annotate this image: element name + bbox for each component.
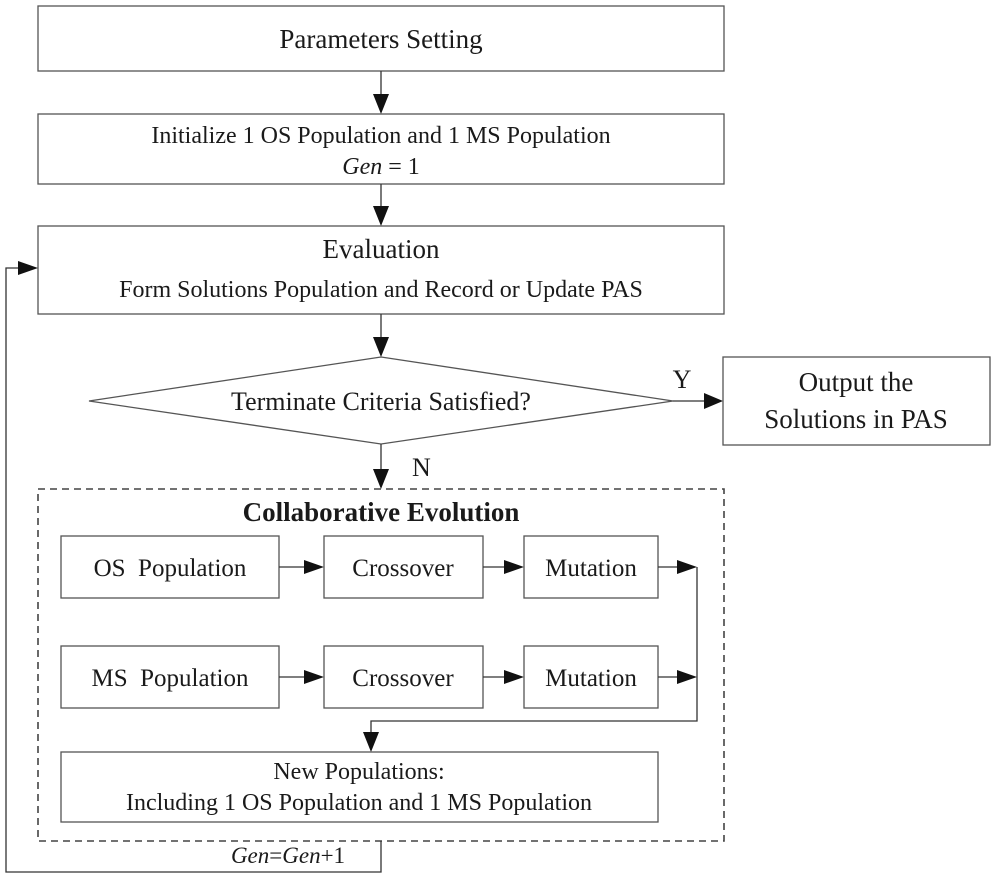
arrowhead-decision-to-collab <box>373 469 389 489</box>
terminate-criteria-label: Terminate Criteria Satisfied? <box>231 387 531 416</box>
arrowhead-evaluation-to-decision <box>373 337 389 357</box>
yes-branch-label: Y <box>673 365 692 394</box>
arrowhead-loop-to-evaluation <box>18 261 38 275</box>
arrowhead-params-to-init <box>373 94 389 114</box>
ms-crossover-label: Crossover <box>352 665 454 692</box>
new-populations-line2: Including 1 OS Population and 1 MS Popul… <box>126 790 592 816</box>
arrowhead-ms-population-to-crossover <box>304 670 324 684</box>
parameters-setting-box <box>37 5 725 72</box>
arrowhead-os-mutation-out <box>677 560 697 574</box>
ms-mutation-box <box>523 645 659 709</box>
arrowhead-init-to-evaluation <box>373 206 389 226</box>
ms-crossover-box <box>323 645 484 709</box>
arrowhead-ms-crossover-to-mutation <box>504 670 524 684</box>
arrowhead-decision-to-output <box>704 393 723 409</box>
output-label-line1: Output the <box>799 367 914 397</box>
parameters-setting-label: Parameters Setting <box>279 24 482 54</box>
arrowhead-ms-mutation-out <box>677 670 697 684</box>
initialize-box <box>37 113 725 185</box>
os-population-label: OS Population <box>94 555 247 582</box>
new-populations-box <box>60 751 659 823</box>
arrowhead-os-crossover-to-mutation <box>504 560 524 574</box>
ms-mutation-label: Mutation <box>545 665 637 692</box>
initialize-gen: Gen = 1 <box>342 154 420 180</box>
os-crossover-label: Crossover <box>352 555 454 582</box>
ms-population-label: MS Population <box>92 665 249 692</box>
no-branch-label: N <box>412 453 431 482</box>
gen-increment-label: Gen=Gen+1 <box>231 843 345 868</box>
initialize-label: Initialize 1 OS Population and 1 MS Popu… <box>151 123 610 149</box>
new-populations-line1: New Populations: <box>273 759 444 785</box>
evaluation-subtitle: Form Solutions Population and Record or … <box>119 277 643 303</box>
merge-connector <box>370 567 698 734</box>
evaluation-title: Evaluation <box>323 234 440 264</box>
os-mutation-box <box>523 535 659 599</box>
evaluation-box <box>37 225 725 315</box>
output-box <box>722 356 991 446</box>
os-crossover-box <box>323 535 484 599</box>
collaborative-evolution-title: Collaborative Evolution <box>243 497 520 527</box>
arrowhead-os-population-to-crossover <box>304 560 324 574</box>
loop-back-connector <box>5 267 382 873</box>
output-label-line2: Solutions in PAS <box>764 404 948 434</box>
arrowhead-merge-to-new-populations <box>363 732 379 752</box>
os-mutation-label: Mutation <box>545 555 637 582</box>
